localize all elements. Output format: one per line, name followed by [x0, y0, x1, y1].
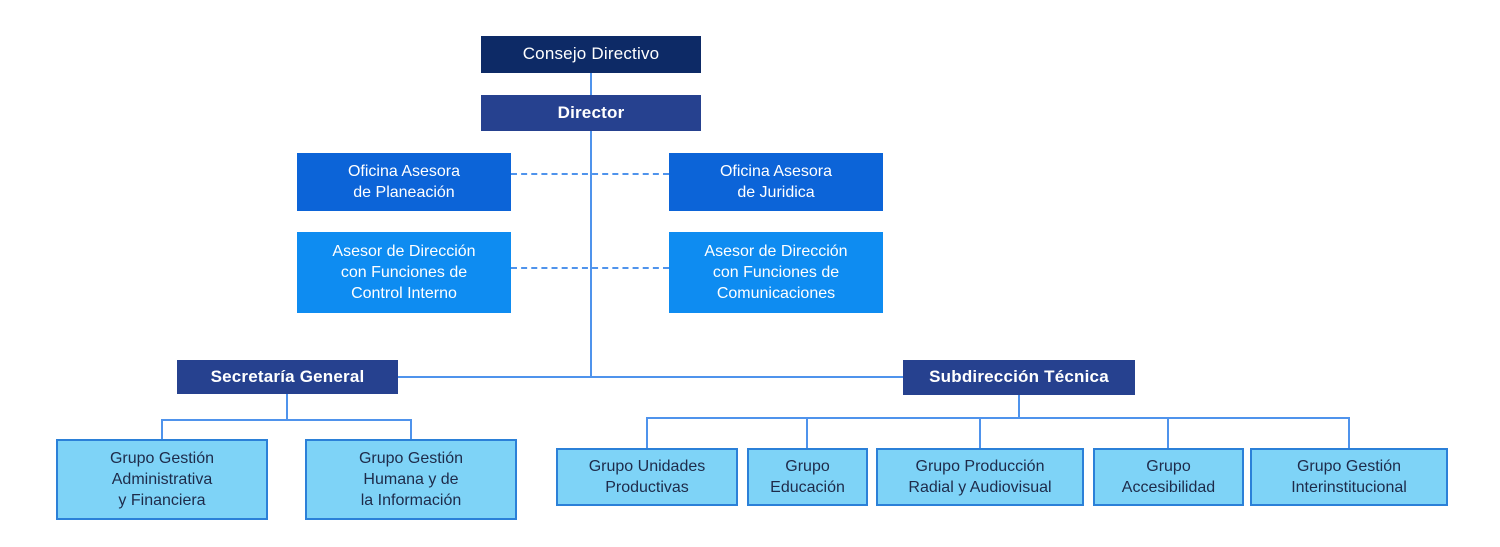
- connector-left-drop-admin: [161, 419, 163, 439]
- dashed-connector-oficinas: [511, 173, 669, 175]
- node-secretaria-general: Secretaría General: [177, 360, 398, 394]
- node-grupo-produccion-radial-audiovisual: Grupo Producción Radial y Audiovisual: [876, 448, 1084, 506]
- node-grupo-accesibilidad: Grupo Accesibilidad: [1093, 448, 1244, 506]
- node-grupo-gestion-humana-informacion: Grupo Gestión Humana y de la Información: [305, 439, 517, 520]
- node-grupo-gestion-administrativa-financiera: Grupo Gestión Administrativa y Financier…: [56, 439, 268, 520]
- node-consejo-directivo: Consejo Directivo: [481, 36, 701, 73]
- connector-right-drop-produccion: [979, 417, 981, 448]
- connector-right-drop-accesibilidad: [1167, 417, 1169, 448]
- connector-left-branch: [161, 419, 412, 421]
- node-grupo-educacion: Grupo Educación: [747, 448, 868, 506]
- node-grupo-unidades-productivas: Grupo Unidades Productivas: [556, 448, 738, 506]
- connector-consejo-to-director: [590, 73, 592, 95]
- node-oficina-asesora-juridica: Oficina Asesora de Juridica: [669, 153, 883, 211]
- node-asesor-control-interno: Asesor de Dirección con Funciones de Con…: [297, 232, 511, 313]
- connector-right-drop-interinstitucional: [1348, 417, 1350, 448]
- connector-right-drop-educacion: [806, 417, 808, 448]
- connector-right-branch: [646, 417, 1350, 419]
- node-grupo-gestion-interinstitucional: Grupo Gestión Interinstitucional: [1250, 448, 1448, 506]
- connector-subdireccion-drop: [1018, 395, 1020, 419]
- connector-main-horizontal: [398, 376, 903, 378]
- connector-left-drop-humana: [410, 419, 412, 439]
- node-director: Director: [481, 95, 701, 131]
- dashed-connector-asesores: [511, 267, 669, 269]
- connector-secretaria-drop: [286, 394, 288, 421]
- node-asesor-comunicaciones: Asesor de Dirección con Funciones de Com…: [669, 232, 883, 313]
- connector-director-to-main-branch: [590, 131, 592, 378]
- connector-right-drop-unidades: [646, 417, 648, 448]
- node-oficina-asesora-planeacion: Oficina Asesora de Planeación: [297, 153, 511, 211]
- node-subdireccion-tecnica: Subdirección Técnica: [903, 360, 1135, 395]
